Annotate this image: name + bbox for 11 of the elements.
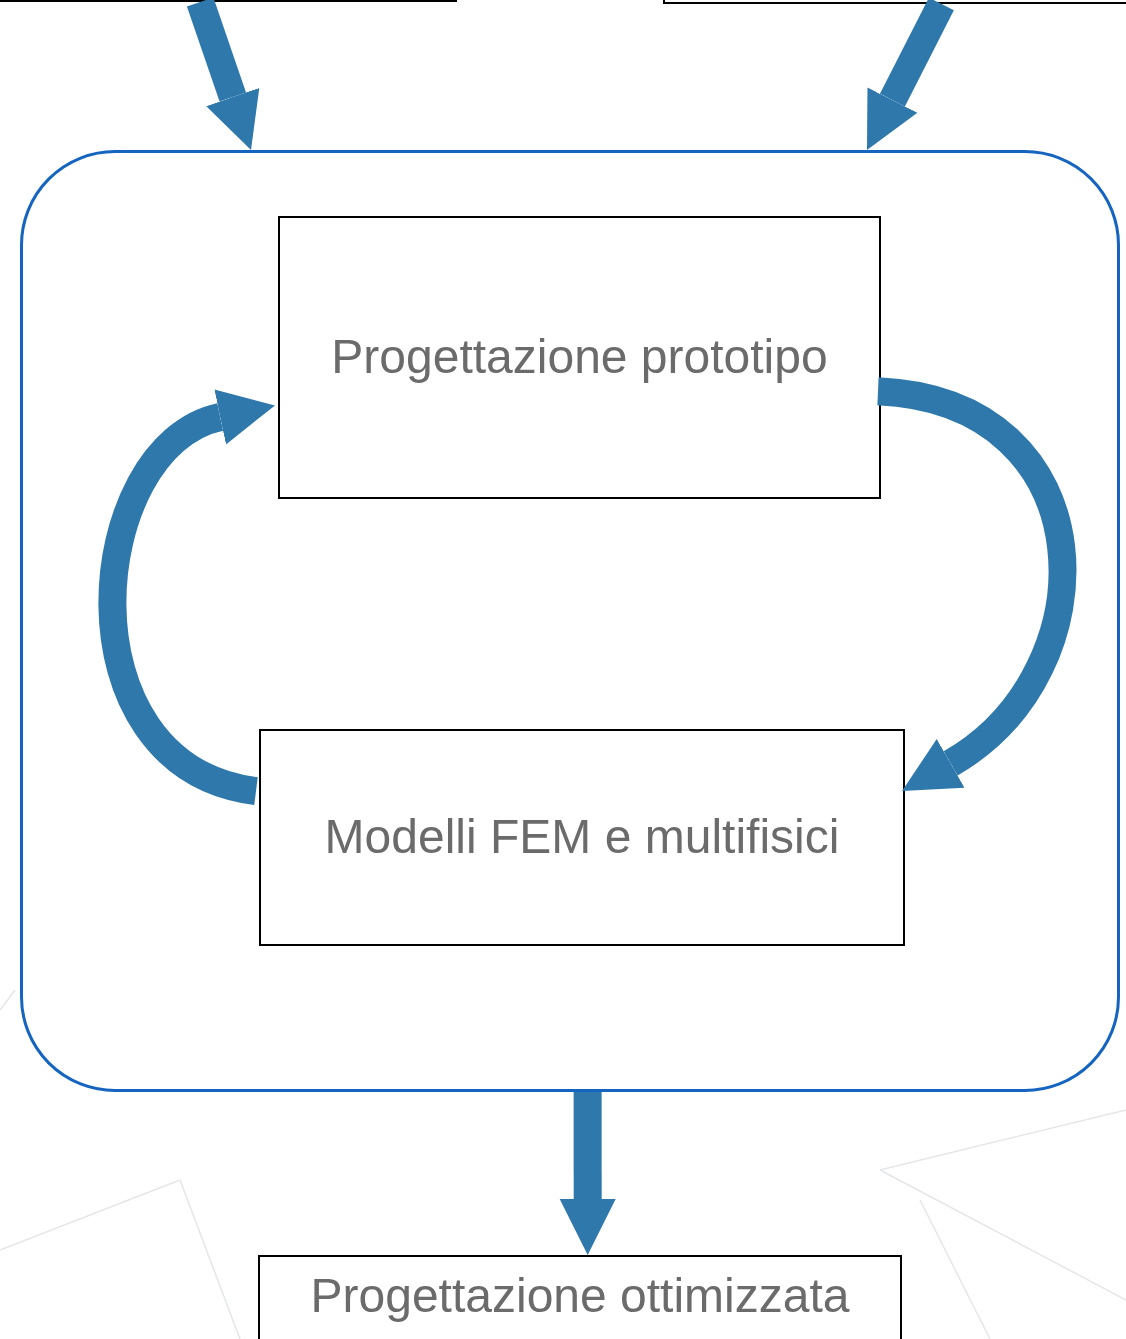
node-label: Modelli FEM e multifisici <box>323 809 841 866</box>
arrow <box>559 1092 616 1255</box>
process-box <box>259 729 905 946</box>
process-box <box>278 216 881 499</box>
arrow <box>867 0 954 150</box>
arrow <box>186 0 260 150</box>
node-label: Progettazione ottimizzata <box>309 1268 851 1324</box>
group-container <box>20 150 1120 1092</box>
process-box <box>258 1255 902 1339</box>
arrow <box>98 391 273 805</box>
node-label: Progettazione prototipo <box>330 329 829 386</box>
